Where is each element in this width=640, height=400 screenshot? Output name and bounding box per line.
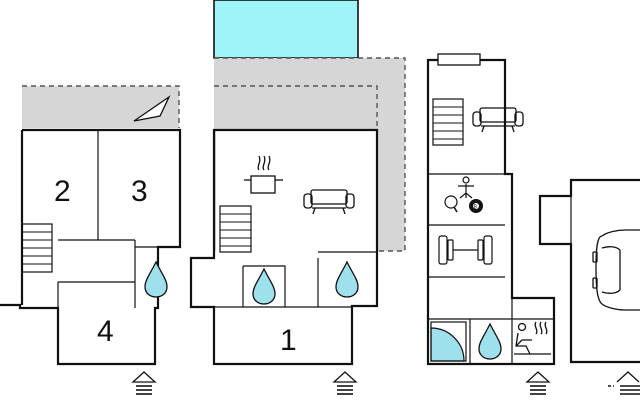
- pool: [213, 0, 359, 59]
- room-number-3: 3: [131, 175, 148, 208]
- stairs-icon: [432, 98, 464, 146]
- floor-right: 8: [426, 53, 556, 395]
- sofa-icon: [472, 107, 524, 133]
- sauna-icon: [514, 321, 551, 355]
- table-tennis-icon: [444, 176, 474, 213]
- sun-lounger-icon: [133, 95, 171, 122]
- floor-middle: 1: [189, 0, 406, 395]
- bathroom-icon: [335, 260, 359, 298]
- room-number-2: 2: [54, 175, 71, 208]
- car-icon: [592, 229, 640, 311]
- entrance-icon: [131, 371, 157, 395]
- bathroom-icon: [478, 322, 502, 360]
- shower-icon: [430, 321, 467, 362]
- stairs-icon: [219, 205, 252, 253]
- window: [437, 53, 481, 66]
- entrance-icon: [608, 371, 640, 395]
- stairs-icon: [21, 223, 53, 273]
- bathroom-icon: [252, 267, 276, 305]
- floor-left: 2 3 4: [0, 85, 182, 395]
- billiards-icon: 8: [469, 199, 483, 213]
- sofa-icon: [303, 189, 355, 215]
- bathroom-icon: [144, 260, 168, 298]
- garage: [538, 178, 640, 395]
- entrance-icon: [332, 371, 358, 395]
- cooking-icon: [244, 155, 283, 194]
- entrance-icon: [525, 371, 551, 395]
- room-number-1: 1: [280, 324, 297, 357]
- svg-text:8: 8: [474, 205, 478, 211]
- fitness-icon: [438, 235, 493, 265]
- terrace-left: [22, 86, 179, 128]
- room-number-4: 4: [97, 315, 114, 348]
